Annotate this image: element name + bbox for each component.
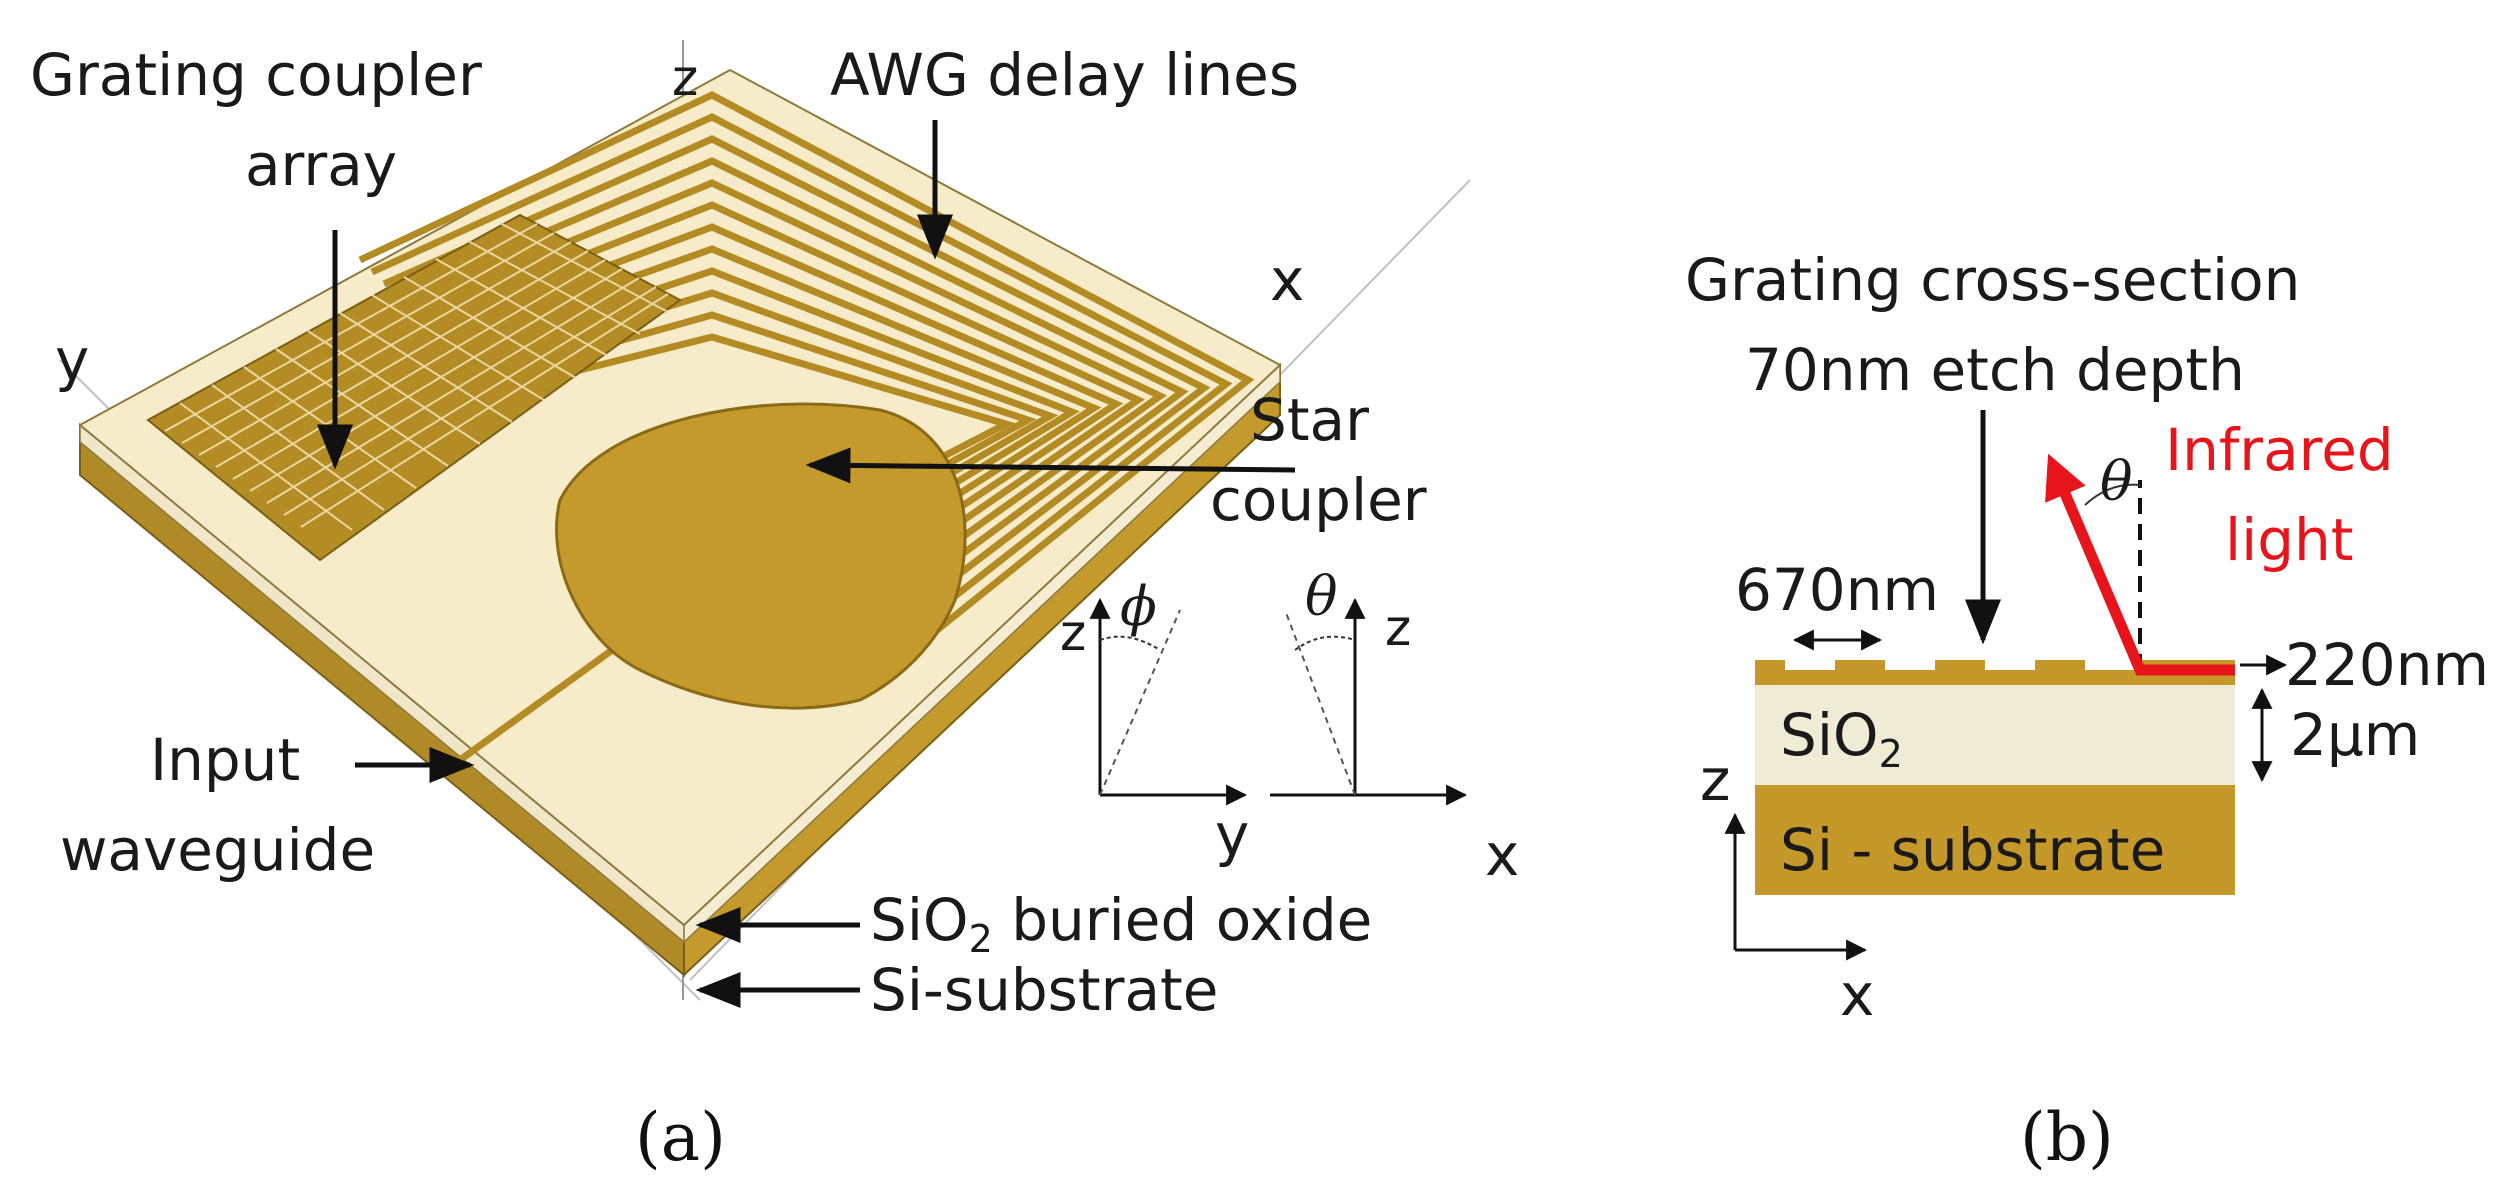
waveguide-label: waveguide	[60, 816, 375, 884]
grating-coupler-array	[146, 213, 682, 562]
si-substrate-layer	[1755, 785, 2235, 895]
theta-z-label: z	[1385, 599, 1411, 657]
panel-a-caption: (a)	[635, 1099, 726, 1176]
phi-z-label: z	[1060, 604, 1086, 662]
ir-theta-symbol: θ	[2100, 450, 2133, 513]
grating-coupler-label: Grating coupler	[30, 41, 482, 109]
substrate-label: Si-substrate	[870, 956, 1218, 1024]
phi-symbol: ϕ	[1120, 575, 1157, 638]
chip-3d	[59, 40, 1471, 1001]
si-substrate-label: Si - substrate	[1780, 816, 2165, 884]
oxide-label: SiO2 buried oxide	[870, 886, 1372, 961]
sio2-label: SiO2	[1780, 701, 1903, 776]
etch-depth-label: 70nm etch depth	[1745, 336, 2245, 404]
grating-teeth	[1755, 660, 2235, 685]
input-label: Input	[150, 726, 300, 794]
theta-x-label: x	[1485, 821, 1519, 889]
sio2-layer	[1755, 685, 2235, 785]
axis-x-label: x	[1270, 246, 1304, 314]
light-label: light	[2225, 506, 2354, 574]
phi-angle-inset: z ϕ y	[1060, 575, 1249, 869]
axis-z-label: z	[672, 49, 698, 107]
coupler-label: coupler	[1210, 466, 1427, 534]
ir-light-path	[2045, 453, 2235, 676]
star-arrow	[805, 447, 1296, 484]
infrared-label: Infrared	[2165, 416, 2394, 484]
cross-section: SiO2 Si - substrate	[1755, 660, 2235, 895]
cross-section-title: Grating cross-section	[1685, 246, 2300, 314]
grating-array-label: array	[245, 131, 397, 199]
star-coupler	[555, 402, 967, 710]
panel-b-caption: (b)	[2020, 1099, 2114, 1176]
awg-label: AWG delay lines	[830, 41, 1299, 109]
theta-symbol: θ	[1305, 565, 1338, 628]
thickness-label: 220nm	[2285, 631, 2489, 699]
phi-y-label: y	[1215, 801, 1249, 869]
panel-b-x-label: x	[1840, 961, 1874, 1029]
axis-y-label: y	[55, 326, 89, 394]
input-waveguide	[457, 627, 643, 763]
oxide-thickness-label: 2μm	[2290, 701, 2420, 769]
theta-angle-inset: θ z x	[1270, 565, 1519, 889]
panel-b-z-label: z	[1700, 746, 1730, 814]
panel-b-axes: z x	[1700, 746, 1874, 1029]
star-label: Star	[1250, 386, 1369, 454]
period-label: 670nm	[1735, 556, 1939, 624]
